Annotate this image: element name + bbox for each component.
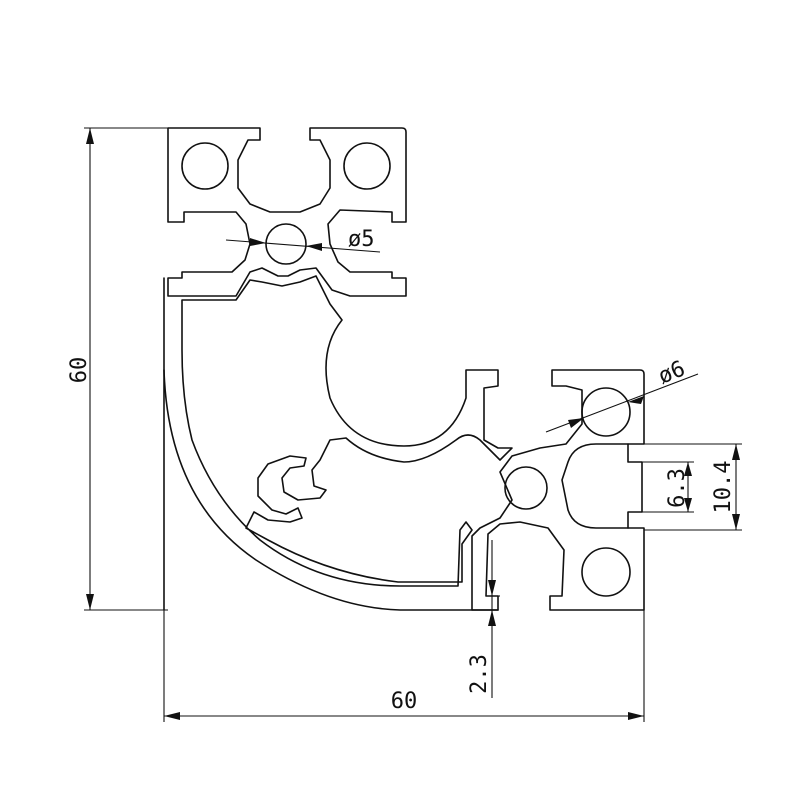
- width-arrow-left: [164, 712, 180, 720]
- slot-outer-arrow-bottom: [732, 514, 740, 530]
- right-bottom-hole: [581, 547, 631, 597]
- width-label: 60: [391, 689, 418, 714]
- hole-large-label: ø6: [655, 356, 689, 389]
- wall-arrow-top: [488, 580, 496, 596]
- right-slot-inner: [561, 443, 629, 529]
- height-label: 60: [67, 357, 92, 384]
- top-right-hole: [343, 142, 391, 190]
- right-block-outline: [471, 369, 645, 611]
- hole-small-arrow-left: [250, 238, 266, 246]
- slot-outer-arrow-top: [732, 444, 740, 460]
- slot-outer-label: 10.4: [711, 461, 736, 514]
- hole-small-arrow-right: [306, 243, 322, 251]
- height-arrow-top: [86, 128, 94, 144]
- width-arrow-right: [628, 712, 644, 720]
- wall-arrow-bottom: [488, 610, 496, 626]
- hole-large-arrow-right: [628, 396, 644, 404]
- height-arrow-bottom: [86, 594, 94, 610]
- center-hole-right: [504, 466, 548, 510]
- slot-inner-arrow-top: [684, 462, 692, 476]
- slot-inner-arrow-bottom: [684, 498, 692, 512]
- inner-arc-body: [181, 275, 513, 587]
- slot-inner-label: 6.3: [665, 468, 690, 508]
- top-left-hole: [181, 142, 229, 190]
- dimensions: 60 60 ø5 ø6 6.3 10.4: [67, 127, 742, 722]
- wall-label: 2.3: [467, 654, 492, 694]
- center-hole-top: [265, 223, 307, 265]
- right-top-hole: [581, 387, 631, 437]
- outer-corner-arc: [163, 369, 499, 611]
- top-block-outline: [167, 127, 407, 297]
- hole-small-label: ø5: [348, 227, 375, 252]
- hole-large-arrow-left: [568, 418, 584, 428]
- profile-outline: [163, 127, 645, 611]
